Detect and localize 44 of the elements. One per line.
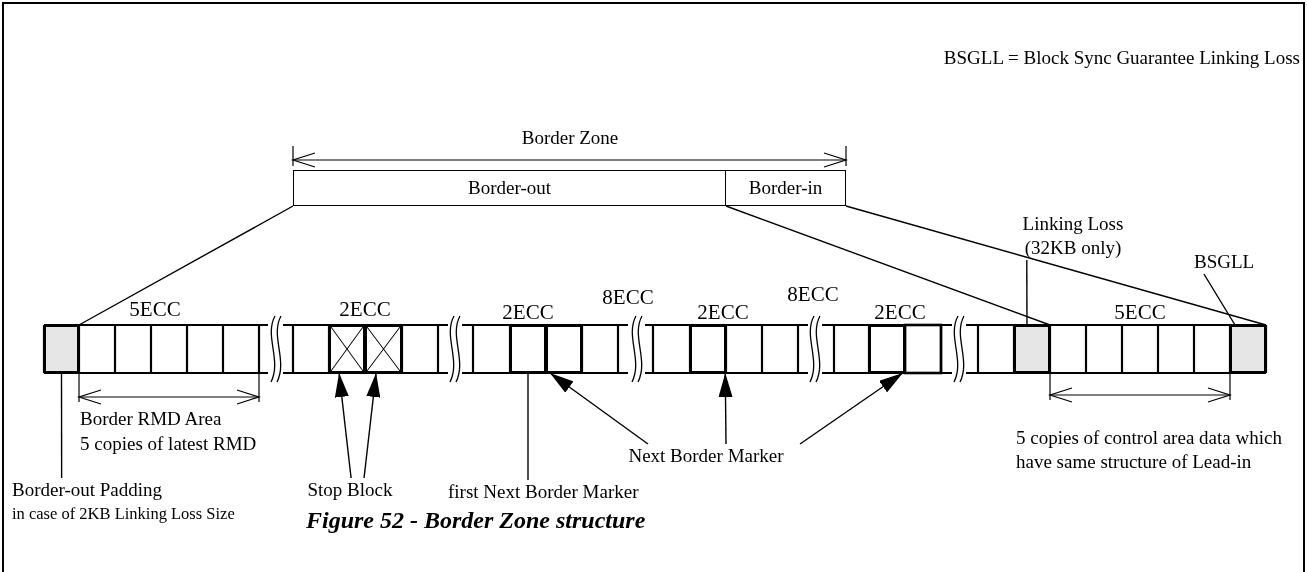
ecc-block — [510, 325, 546, 373]
annotation-text: BSGLL — [1194, 250, 1256, 274]
stop-block — [365, 325, 402, 373]
arrow — [799, 372, 904, 445]
projection-line — [845, 205, 1267, 326]
annotation-text: Border-out Padding — [12, 478, 163, 502]
ecc-block — [546, 325, 582, 373]
zone-box: Border-out — [293, 170, 726, 206]
size-label: 2ECC — [873, 300, 927, 324]
annotation-note: in case of 2KB Linking Loss Size — [12, 503, 236, 525]
ecc-block — [869, 325, 905, 373]
annotation-text: Next Border Marker — [606, 444, 806, 468]
stop-block — [329, 325, 365, 373]
area-description: 5 copies of latest RMD — [80, 432, 258, 456]
projection-line — [725, 205, 1051, 326]
area-description: 5 copies of control area data which have same structure of Lead-in — [1016, 426, 1283, 474]
size-label: 8ECC — [786, 282, 840, 306]
leader-line — [527, 372, 529, 481]
linking-loss-block — [1014, 325, 1050, 373]
definition-note: BSGLL = Block Sync Guarantee Linking Loss — [942, 46, 1300, 70]
size-label: 2ECC — [338, 297, 392, 321]
size-label: 5ECC — [1113, 300, 1167, 324]
zone-box: Border-in — [726, 170, 846, 206]
bsgll-block — [1230, 325, 1266, 373]
arrow — [549, 372, 649, 445]
size-label: 2ECC — [696, 300, 750, 324]
leader-line — [60, 372, 63, 479]
arrow — [363, 372, 381, 479]
area-description: Border RMD Area — [80, 407, 223, 431]
annotation-text: first Next Border Marker — [448, 480, 698, 504]
leader-line — [1026, 259, 1028, 326]
size-label: 2ECC — [501, 300, 555, 324]
arrow — [334, 372, 352, 479]
size-label: 8ECC — [601, 285, 655, 309]
ecc-block — [690, 325, 726, 373]
figure-caption: Figure 52 - Border Zone structure — [306, 506, 646, 535]
projection-line — [78, 205, 294, 326]
dimension-label: Border Zone — [520, 126, 620, 150]
annotation-text: Stop Block — [296, 478, 404, 502]
padding-block — [44, 325, 79, 373]
annotation-text: Linking Loss (32KB only) — [1018, 212, 1128, 260]
leader-line — [1203, 273, 1236, 326]
size-label: 5ECC — [128, 297, 182, 321]
arrow — [718, 372, 733, 445]
